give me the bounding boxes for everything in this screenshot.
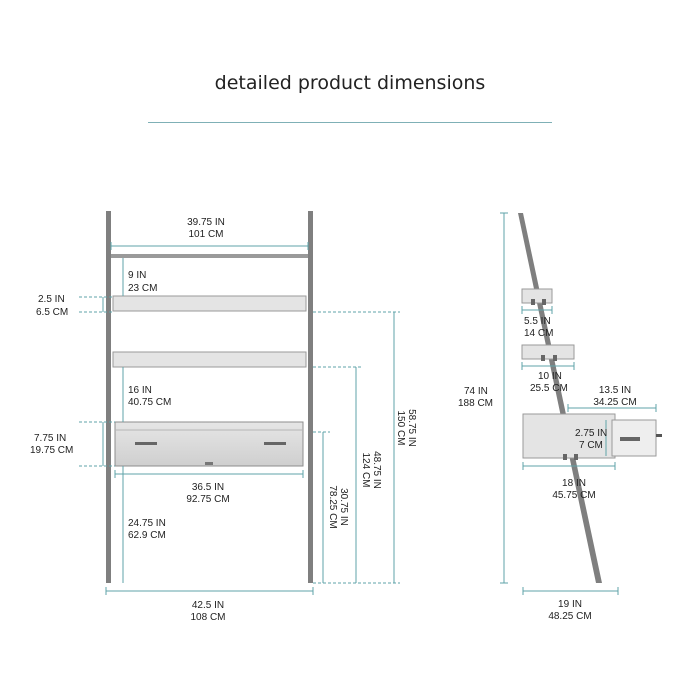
side-frame	[518, 213, 602, 583]
label-side-drawer-height-cm: 7 CM	[579, 440, 603, 451]
label-lower-gap-cm: 40.75 CM	[128, 397, 171, 408]
drawer-handle-left	[135, 442, 157, 445]
label-side-height-cm: 188 CM	[458, 398, 493, 409]
label-desk-width-in: 36.5 IN	[192, 482, 224, 493]
side-drawer-handle	[620, 437, 640, 441]
label-shelf-thickness-cm: 6.5 CM	[36, 307, 68, 318]
label-top-width-cm: 101 CM	[188, 229, 223, 240]
label-drawer-height-in: 7.75 IN	[34, 433, 66, 444]
label-overall-width-cm: 108 CM	[190, 612, 225, 623]
label-mid-shelf-depth-cm: 25.5 CM	[530, 383, 568, 394]
side-shelf-middle	[521, 344, 575, 360]
label-drawer-extension-cm: 34.25 CM	[593, 397, 636, 408]
drawer-handle-right	[264, 442, 286, 445]
side-drawer-knob	[656, 434, 662, 437]
label-top-to-floor-in: 58.75 IN	[406, 409, 417, 447]
side-view: 74 IN 188 CM 5.5 IN 14 CM 10 IN 25.5 CM …	[458, 212, 662, 622]
label-base-depth-in: 19 IN	[558, 599, 582, 610]
top-rail	[111, 254, 308, 258]
label-top-shelf-depth-in: 5.5 IN	[524, 316, 551, 327]
label-desk-depth-cm: 45.75 CM	[552, 490, 595, 501]
shelf-upper	[112, 295, 307, 312]
title-divider	[148, 122, 552, 123]
label-top-width-in: 39.75 IN	[187, 217, 225, 228]
right-upright	[308, 211, 313, 583]
label-mid-shelf-depth-in: 10 IN	[538, 371, 562, 382]
label-lower-gap-in: 16 IN	[128, 385, 152, 396]
front-view: 39.75 IN 101 CM 9 IN 23 CM 2.5 IN 6.5 CM…	[30, 211, 417, 623]
label-shelf-to-floor-in: 48.75 IN	[371, 451, 382, 489]
label-shelf-gap-in: 9 IN	[128, 270, 146, 281]
label-floor-to-desk-cm: 62.9 CM	[128, 530, 166, 541]
label-desk-depth-in: 18 IN	[562, 478, 586, 489]
drawer-lock	[205, 462, 213, 465]
left-upright	[106, 211, 111, 583]
label-drawer-extension-in: 13.5 IN	[599, 385, 631, 396]
label-desk-to-floor-in: 30.75 IN	[338, 488, 349, 526]
label-top-shelf-depth-cm: 14 CM	[524, 328, 553, 339]
label-top-to-floor-cm: 150 CM	[395, 410, 406, 445]
label-floor-to-desk-in: 24.75 IN	[128, 518, 166, 529]
label-drawer-height-cm: 19.75 CM	[30, 445, 73, 456]
shelf-middle	[112, 351, 307, 368]
label-side-drawer-height-in: 2.75 IN	[575, 428, 607, 439]
label-desk-to-floor-cm: 78.25 CM	[327, 485, 338, 528]
label-shelf-to-floor-cm: 124 CM	[360, 452, 371, 487]
label-side-height-in: 74 IN	[464, 386, 488, 397]
label-base-depth-cm: 48.25 CM	[548, 611, 591, 622]
page-title: detailed product dimensions	[214, 72, 486, 94]
label-overall-width-in: 42.5 IN	[192, 600, 224, 611]
side-shelf-top	[521, 288, 553, 304]
label-shelf-gap-cm: 23 CM	[128, 283, 157, 294]
label-shelf-thickness-in: 2.5 IN	[38, 294, 65, 305]
label-desk-width-cm: 92.75 CM	[186, 494, 229, 505]
